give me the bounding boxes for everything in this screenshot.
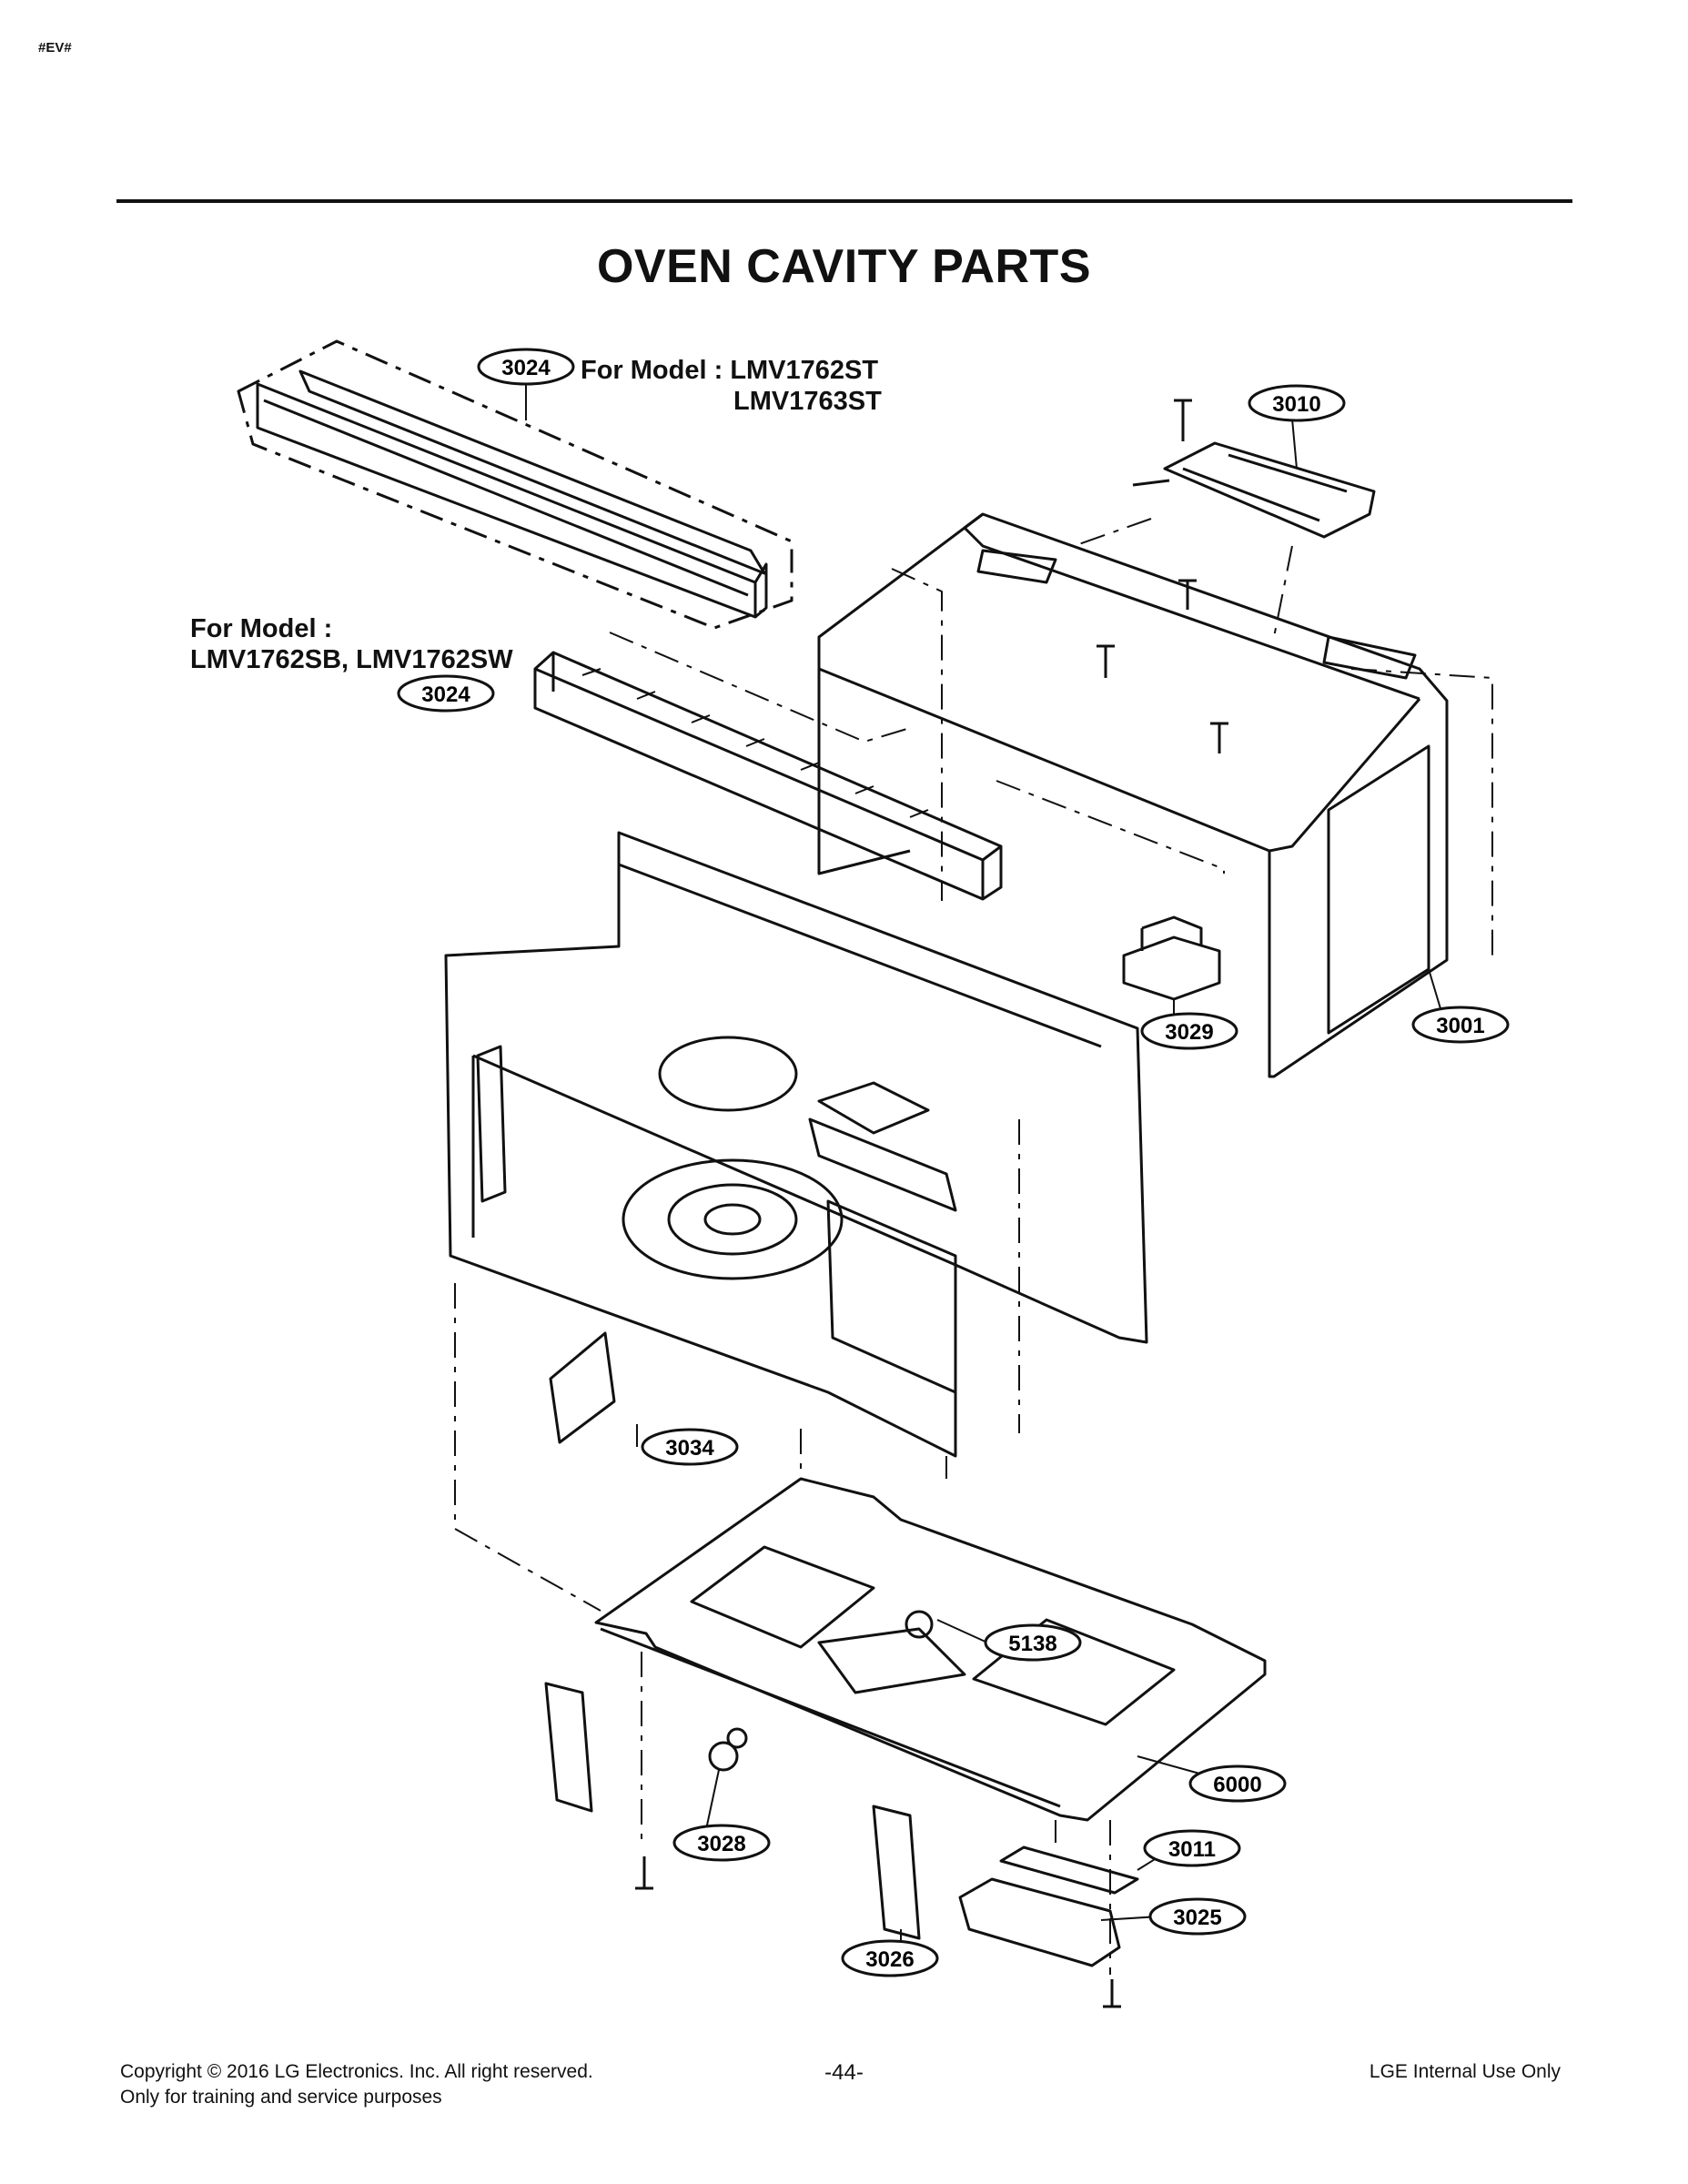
- callout-label: 3034: [665, 1436, 714, 1461]
- callout-3029: 3029: [1140, 1012, 1238, 1050]
- side-model-line-1: For Model :: [190, 614, 333, 643]
- oven-cavity-part: [444, 831, 1148, 1458]
- callout-label: 3011: [1168, 1837, 1216, 1862]
- callout-3024-top: 3024: [477, 348, 575, 386]
- callout-label: 3024: [501, 356, 551, 380]
- cover-panel-part: [549, 1331, 616, 1444]
- callout-label: 3025: [1173, 1906, 1221, 1930]
- callout-3010: 3010: [1248, 384, 1346, 422]
- guide-lines: [454, 518, 1493, 1975]
- bracket-part: [1097, 399, 1376, 753]
- lamp-cover-part: [958, 1845, 1139, 1967]
- callout-label: 6000: [1213, 1773, 1261, 1797]
- page-title: OVEN CAVITY PARTS: [596, 240, 1092, 293]
- callout-3024-side: 3024: [397, 674, 495, 713]
- callout-3028: 3028: [672, 1824, 771, 1862]
- header-rule: [116, 199, 1572, 203]
- footer-internal: LGE Internal Use Only: [1369, 2061, 1561, 2082]
- callout-3025: 3025: [1148, 1897, 1247, 1936]
- callout-3001: 3001: [1411, 1006, 1510, 1044]
- callout-label: 3024: [421, 682, 470, 707]
- callout-label: 3001: [1436, 1014, 1484, 1038]
- outer-case-part: [817, 512, 1449, 1078]
- corner-tag: #EV#: [38, 40, 72, 56]
- switch-part: [1122, 915, 1221, 1001]
- left-filter-part: [544, 1682, 593, 1813]
- callout-6000: 6000: [1188, 1764, 1287, 1803]
- side-model-line-2: LMV1762SB, LMV1762SW: [190, 645, 513, 674]
- callout-5138: 5138: [984, 1623, 1082, 1662]
- center-filter-part: [872, 1805, 921, 1940]
- callout-3026: 3026: [841, 1939, 939, 1977]
- top-model-note: For Model : LMV1762ST LMV1763ST: [581, 355, 882, 417]
- base-plate-part: [594, 1477, 1267, 1822]
- footer-training: Only for training and service purposes: [120, 2087, 442, 2108]
- side-model-note: For Model : LMV1762SB, LMV1762SW: [190, 613, 513, 675]
- callout-label: 5138: [1008, 1632, 1056, 1656]
- callout-label: 3028: [697, 1832, 745, 1856]
- footer-copyright: Copyright © 2016 LG Electronics. Inc. Al…: [120, 2061, 593, 2082]
- leader-lines: [525, 385, 1446, 1943]
- callouts: 3024 3024 3010 3029 3001 3034 5138 6000: [397, 348, 1510, 1977]
- page-number: -44-: [824, 2060, 864, 2085]
- callout-3011: 3011: [1143, 1829, 1241, 1867]
- lamp-part: [708, 1727, 748, 1772]
- top-model-line-2: LMV1763ST: [733, 387, 882, 416]
- side-grille-part: [533, 651, 1003, 901]
- callout-label: 3026: [865, 1947, 914, 1972]
- top-model-line-1: For Model : LMV1762ST: [581, 356, 879, 385]
- footer-left: Copyright © 2016 LG Electronics. Inc. Al…: [120, 2059, 593, 2110]
- callout-label: 3010: [1272, 392, 1320, 417]
- screws: [635, 1856, 1121, 2008]
- top-grille-part: [237, 339, 793, 630]
- callout-3034: 3034: [641, 1428, 739, 1466]
- callout-label: 3029: [1165, 1020, 1213, 1045]
